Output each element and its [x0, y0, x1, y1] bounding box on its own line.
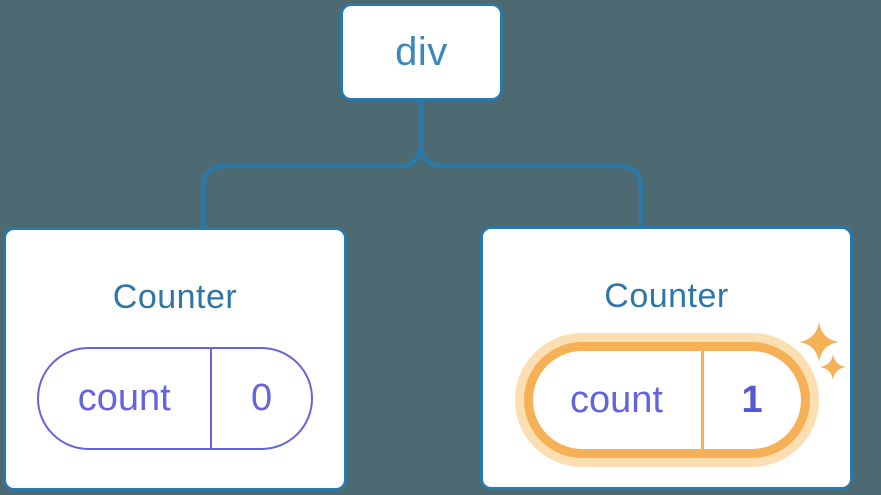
- state-key-label: count: [77, 377, 171, 419]
- state-pill-count: count 0: [37, 347, 313, 450]
- state-value-label: 1: [741, 378, 763, 421]
- pill-divider: [700, 351, 704, 449]
- root-div-node: div: [340, 3, 503, 101]
- counter-node-right: Counter count 1: [480, 226, 853, 490]
- counter-title: Counter: [604, 277, 729, 315]
- pill-divider: [209, 349, 213, 448]
- connector-root-to-left-counter: [200, 101, 424, 229]
- root-node-label: div: [395, 29, 448, 74]
- state-pill-count-highlighted: count 1: [523, 342, 810, 458]
- connector-root-to-right-counter: [418, 101, 644, 229]
- counter-title: Counter: [112, 278, 238, 316]
- counter-node-left: Counter count 0: [3, 227, 347, 491]
- state-key-label: count: [570, 378, 663, 421]
- state-value-label: 0: [250, 377, 273, 419]
